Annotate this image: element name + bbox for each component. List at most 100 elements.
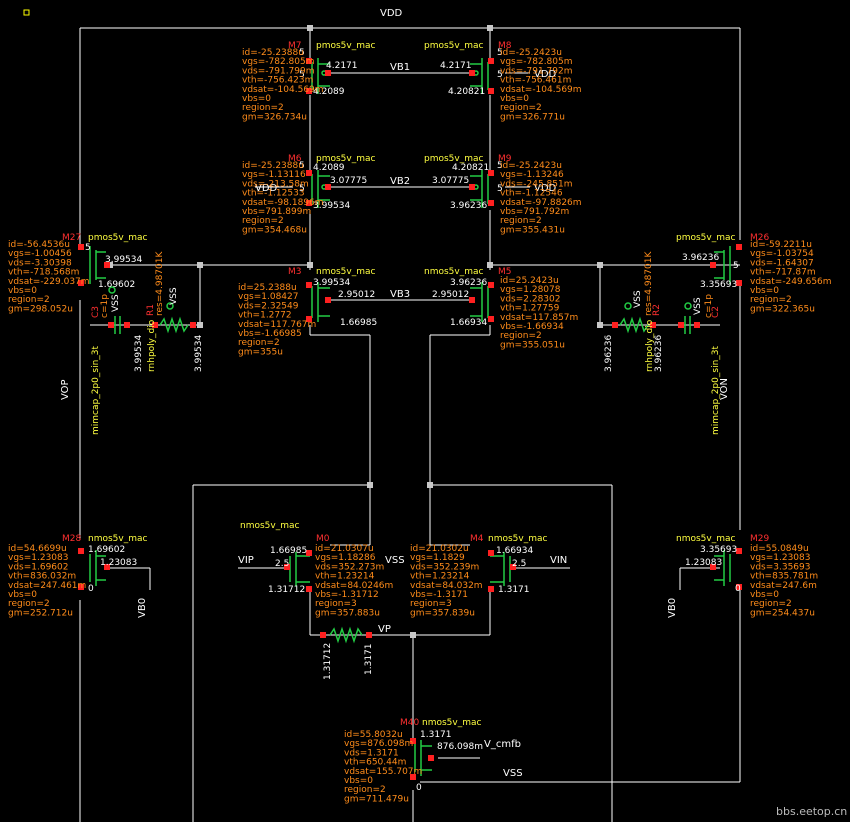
node-v-n5-m9b: 5	[497, 184, 503, 194]
m6-symbol	[311, 170, 330, 208]
m3-param-6: region=2	[238, 338, 280, 348]
node-v-n5-m9: 5	[497, 161, 503, 171]
net-label-vss-bottom: VSS	[503, 768, 523, 779]
r2-name: R2	[652, 304, 662, 316]
node-v-m27-d: 1.69602	[98, 280, 135, 290]
c3-name: C3	[91, 306, 101, 318]
c2-value: c=1p	[704, 294, 714, 318]
m0-name: M0	[316, 534, 330, 544]
m7-param-7: gm=326.734u	[242, 112, 307, 122]
device-symbols	[89, 58, 731, 776]
m5-model: nmos5v_mac	[424, 267, 484, 277]
m27-param-1: vgs=-1.00456	[8, 249, 72, 259]
m8-param-0: id=-25.2423u	[500, 48, 562, 58]
m9-param-1: vgs=-1.13246	[500, 170, 564, 180]
node-v-m26-g: 3.96236	[682, 253, 719, 263]
m9-name: M9	[498, 154, 512, 164]
m28-param-1: vgs=1.23083	[8, 553, 69, 563]
node-v-m29-s: 0	[735, 584, 741, 594]
m5-symbol	[470, 282, 489, 322]
m29-param-3: vth=835.781m	[750, 572, 818, 582]
m6-param-7: gm=354.468u	[242, 225, 307, 235]
node-v-n5-m8: 5	[497, 48, 503, 58]
m8-model: pmos5v_mac	[424, 41, 484, 51]
m28-symbol	[89, 550, 106, 586]
m40-model: nmos5v_mac	[422, 718, 482, 728]
m40-param-5: vbs=0	[344, 776, 373, 786]
m26-param-0: id=-59.2211u	[750, 240, 812, 250]
net-label-vin: VIN	[550, 555, 567, 566]
m7-name: M7	[288, 41, 302, 51]
c2-bias-symbol	[684, 302, 692, 310]
m5-param-7: gm=355.051u	[500, 340, 565, 350]
m26-name: M26	[750, 233, 769, 243]
m40-symbol	[414, 740, 432, 776]
m5-param-2: vds=2.28302	[500, 294, 561, 304]
net-label-vss-r1: VSS	[169, 287, 179, 305]
m0-param-6: region=3	[315, 599, 357, 609]
node-v-m40-g: 876.098m	[437, 742, 483, 752]
node-v-m29-d: 3.35693	[700, 545, 737, 555]
m6-param-0: id=-25.2388u	[242, 161, 304, 171]
c2-name: C2	[711, 306, 721, 318]
m29-param-7: gm=254.437u	[750, 608, 815, 618]
m3-param-1: vgs=1.08427	[238, 292, 299, 302]
m9-param-0: id=-25.2423u	[500, 161, 562, 171]
net-label-vb3: VB3	[390, 289, 410, 300]
m4-param-0: id=21.0302u	[410, 544, 469, 554]
r1-symbol	[159, 316, 189, 334]
m26-param-5: vbs=0	[750, 286, 779, 296]
m4-param-1: vgs=1.1829	[410, 553, 465, 563]
m8-param-5: vbs=0	[500, 94, 529, 104]
r1-bias-symbol	[166, 302, 174, 310]
node-v-m0-g: 2.5	[275, 559, 289, 569]
node-v-m5-d: 3.96236	[450, 278, 487, 288]
m7-param-4: vdsat=-104.569m	[242, 85, 324, 95]
node-v-m5-g: 2.95012	[432, 290, 469, 300]
net-label-vop: VOP	[60, 379, 71, 400]
m9-symbol	[470, 170, 489, 208]
m9-param-7: gm=355.431u	[500, 225, 565, 235]
node-v-m3-d: 3.99534	[313, 278, 350, 288]
m0-param-7: gm=357.883u	[315, 608, 380, 618]
m5-param-4: vdsat=117.857m	[500, 313, 578, 323]
r2-value: res=4.98701K	[644, 251, 654, 316]
r1-value: res=4.98701K	[155, 251, 165, 316]
node-v-n5-m6b: 5	[299, 184, 305, 194]
m40-param-1: vgs=876.098m	[344, 739, 413, 749]
m26-param-2: vds=-1.64307	[750, 258, 814, 268]
m4-param-7: gm=357.839u	[410, 608, 475, 618]
net-label-vb2: VB2	[390, 176, 410, 187]
m3-param-0: id=25.2388u	[238, 283, 297, 293]
m5-param-0: id=25.2423u	[500, 276, 559, 286]
m26-param-1: vgs=-1.03754	[750, 249, 814, 259]
m6-param-3: vth=-1.12533	[242, 189, 305, 199]
m6-param-6: region=2	[242, 216, 284, 226]
m29-param-2: vds=3.35693	[750, 562, 811, 572]
m28-model: nmos5v_mac	[88, 534, 148, 544]
m6-model: pmos5v_mac	[316, 154, 376, 164]
node-v-m3-g: 2.95012	[338, 290, 375, 300]
m9-param-5: vbs=791.792m	[500, 207, 569, 217]
m5-param-5: vbs=-1.66934	[500, 322, 564, 332]
m7-param-0: id=-25.2388u	[242, 48, 304, 58]
m26-param-3: vth=-717.87m	[750, 268, 816, 278]
m7-param-1: vgs=-782.805m	[242, 57, 315, 67]
m27-param-6: region=2	[8, 295, 50, 305]
m5-param-6: region=2	[500, 331, 542, 341]
m9-param-3: vth=-1.12546	[500, 189, 563, 199]
m0-param-4: vdsat=84.0246m	[315, 581, 393, 591]
net-label-vp: VP	[378, 624, 391, 635]
m40-param-3: vth=650.44m	[344, 758, 406, 768]
node-v-m7-d: 4.2089	[313, 87, 345, 97]
m6-param-5: vbs=791.899m	[242, 207, 311, 217]
node-v-n5-m7: 5	[299, 48, 305, 58]
node-v-r2-a: 3.96236	[604, 335, 614, 372]
node-v-m4-g: 2.5	[512, 559, 526, 569]
net-label-vb0-left: VB0	[137, 598, 148, 618]
node-v-rvp-a: 1.31712	[323, 643, 333, 680]
m29-param-6: region=2	[750, 599, 792, 609]
m40-param-7: gm=711.479u	[344, 794, 409, 804]
net-label-vb1: VB1	[390, 62, 410, 73]
